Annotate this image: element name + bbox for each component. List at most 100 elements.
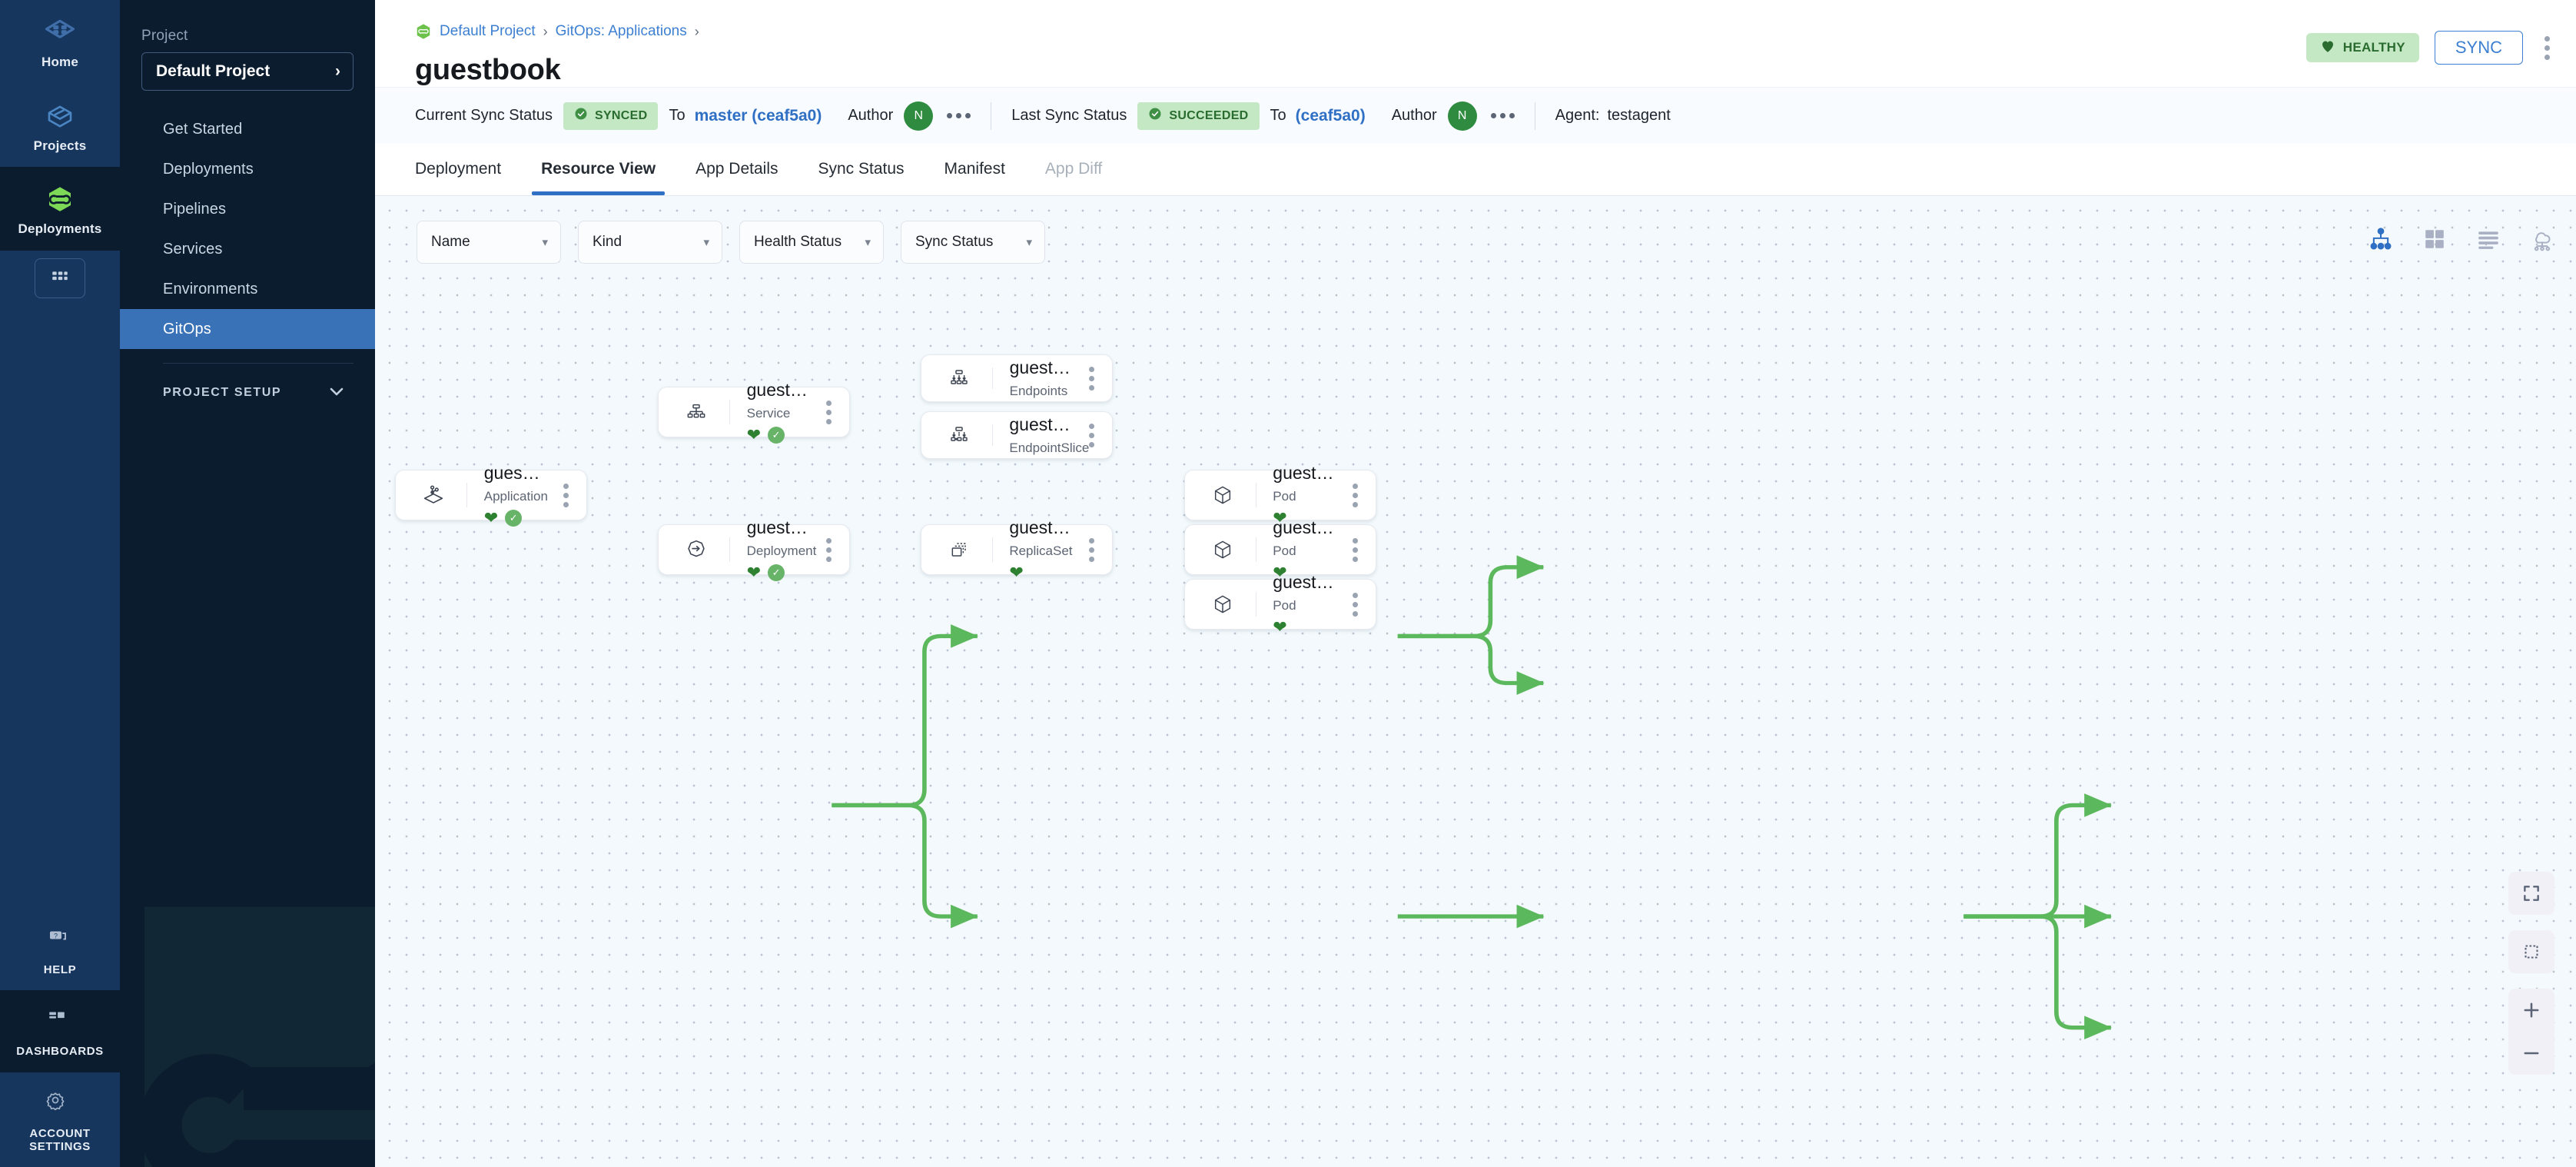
current-sync-status-label: Current Sync Status (415, 107, 553, 124)
node-overflow-menu-icon[interactable] (1334, 588, 1376, 621)
node-overflow-menu-icon[interactable] (1071, 419, 1112, 452)
sidebar-item-services[interactable]: Services (120, 229, 375, 269)
fit-screen-icon[interactable] (2508, 872, 2554, 915)
last-sync-overflow-icon[interactable] (1490, 113, 1515, 118)
agent-value: testagent (1607, 107, 1671, 124)
rail-label-home: Home (41, 55, 79, 69)
current-sync-author-label: Author (848, 107, 894, 124)
select-region-icon[interactable] (2508, 930, 2554, 973)
zoom-in-out-group (2508, 989, 2554, 1075)
node-overflow-menu-icon[interactable] (1334, 479, 1376, 512)
header-overflow-menu-icon[interactable] (2538, 32, 2556, 65)
current-sync-overflow-icon[interactable] (947, 113, 971, 118)
rail-item-deployments[interactable]: Deployments (0, 167, 120, 251)
node-overflow-menu-icon[interactable] (545, 479, 586, 512)
tree-view-icon[interactable] (2365, 224, 2396, 254)
rail-item-home[interactable]: Home (0, 0, 120, 84)
grid-view-icon[interactable] (2419, 224, 2450, 254)
graph-node-pod-1[interactable]: guestbook-ui-5b64f6959… Pod ❤ (1184, 463, 1376, 527)
graph-node-endpoints[interactable]: guestbook-ui Endpoints (921, 354, 1113, 402)
node-body: guestbook Application ❤ ✓ (467, 463, 548, 528)
tab-label: Sync Status (818, 160, 905, 178)
rail-label-deployments: Deployments (18, 221, 102, 237)
tab-app-details[interactable]: App Details (676, 143, 798, 195)
synced-check-icon: ✓ (505, 510, 523, 527)
network-view-icon[interactable] (2527, 224, 2558, 254)
filter-health-status[interactable]: Health Status ▾ (739, 221, 884, 264)
zoom-in-icon[interactable] (2508, 989, 2554, 1032)
sidebar-item-label: GitOps (163, 320, 211, 337)
agent-label: Agent: (1555, 107, 1600, 124)
service-icon (676, 400, 717, 424)
resource-graph-canvas[interactable]: Name ▾ Kind ▾ Health Status ▾ Sync Statu… (375, 196, 2576, 1167)
graph-node-service[interactable]: guestbook-ui Service ❤ ✓ (658, 380, 850, 444)
node-overflow-menu-icon[interactable] (808, 534, 849, 567)
node-overflow-menu-icon[interactable] (1071, 362, 1112, 395)
node-title: guestbook-ui-ncpmr (1009, 414, 1071, 434)
filter-sync-status[interactable]: Sync Status ▾ (901, 221, 1045, 264)
node-title: guestbook-ui-5b64f6959… (1273, 571, 1334, 592)
tab-sync-status[interactable]: Sync Status (798, 143, 924, 195)
node-kind: Pod (1273, 598, 1296, 613)
node-kind: Application (483, 489, 548, 504)
node-overflow-menu-icon[interactable] (1334, 534, 1376, 567)
breadcrumb-link-default-project[interactable]: Default Project (440, 23, 536, 39)
node-body: guestbook-ui-ncpmr EndpointSlice (992, 414, 1089, 457)
sidebar-item-pipelines[interactable]: Pipelines (120, 189, 375, 229)
graph-node-pod-3[interactable]: guestbook-ui-5b64f6959… Pod ❤ (1184, 572, 1376, 636)
breadcrumb-separator: › (694, 23, 699, 39)
rail-label-help: HELP (43, 963, 77, 976)
deployments-infinity-icon (44, 184, 76, 216)
dashboards-icon (44, 1007, 76, 1039)
graph-node-endpointslice[interactable]: guestbook-ui-ncpmr EndpointSlice (921, 411, 1113, 459)
rail-item-projects[interactable]: Projects (0, 84, 120, 168)
sidebar-item-environments[interactable]: Environments (120, 269, 375, 309)
gitops-logo-icon (415, 22, 432, 41)
node-status: ❤ ✓ (747, 564, 808, 582)
zoom-out-icon[interactable] (2508, 1032, 2554, 1075)
graph-node-pod-2[interactable]: guestbook-ui-5b64f6959… Pod ❤ (1184, 517, 1376, 581)
view-mode-toggle-group (2365, 224, 2558, 254)
sidebar-item-deployments[interactable]: Deployments (120, 149, 375, 189)
sync-status-bar: Current Sync Status SYNCED To master (ce… (375, 87, 2576, 144)
replicaset-icon (938, 537, 980, 562)
graph-node-application[interactable]: guestbook Application ❤ ✓ (395, 463, 587, 527)
rail-item-dashboards[interactable]: DASHBOARDS (0, 990, 120, 1072)
node-title: guestbook-ui-5b64f69597 (1009, 517, 1071, 537)
filter-sync-status-label: Sync Status (915, 234, 994, 250)
tab-manifest[interactable]: Manifest (925, 143, 1025, 195)
rail-item-help[interactable]: ? HELP (0, 909, 120, 990)
list-view-icon[interactable] (2473, 224, 2504, 254)
last-sync-revision-link[interactable]: (ceaf5a0) (1295, 106, 1366, 125)
node-overflow-menu-icon[interactable] (1071, 534, 1112, 567)
sidebar-project-setup[interactable]: PROJECT SETUP (120, 374, 375, 411)
tab-deployment[interactable]: Deployment (415, 143, 521, 195)
pod-icon (1202, 592, 1243, 617)
rail-label-projects: Projects (33, 138, 87, 153)
chevron-right-icon: › (335, 62, 340, 80)
heart-icon: ❤ (746, 425, 762, 445)
project-selector[interactable]: Default Project › (141, 52, 354, 91)
current-sync-revision-link[interactable]: master (ceaf5a0) (694, 106, 822, 125)
pod-icon (1202, 537, 1243, 562)
tab-resource-view[interactable]: Resource View (521, 143, 676, 195)
graph-node-deployment[interactable]: guestbook-ui Deployment ❤ ✓ (658, 517, 850, 582)
sidebar-item-gitops[interactable]: GitOps (120, 309, 375, 349)
filter-kind[interactable]: Kind ▾ (578, 221, 722, 264)
filter-health-status-label: Health Status (754, 234, 842, 250)
last-sync-status-chip-label: SUCCEEDED (1169, 108, 1249, 122)
app-grid-icon[interactable] (35, 258, 85, 298)
node-kind: Pod (1273, 544, 1296, 559)
node-overflow-menu-icon[interactable] (808, 396, 849, 429)
breadcrumb-link-gitops-applications[interactable]: GitOps: Applications (555, 23, 687, 39)
graph-node-replicaset[interactable]: guestbook-ui-5b64f69597 ReplicaSet ❤ (921, 517, 1113, 581)
rail-item-account-settings[interactable]: ACCOUNT SETTINGS (0, 1072, 120, 1167)
tab-bar: Deployment Resource View App Details Syn… (375, 144, 2576, 196)
filter-name[interactable]: Name ▾ (417, 221, 561, 264)
project-selector-value: Default Project (156, 62, 271, 80)
node-body: guestbook-ui Endpoints (993, 357, 1071, 400)
chevron-down-icon: ▾ (703, 236, 709, 249)
sidebar-item-get-started[interactable]: Get Started (120, 109, 375, 149)
sync-button[interactable]: SYNC (2434, 31, 2523, 65)
svg-text:?: ? (54, 932, 58, 939)
